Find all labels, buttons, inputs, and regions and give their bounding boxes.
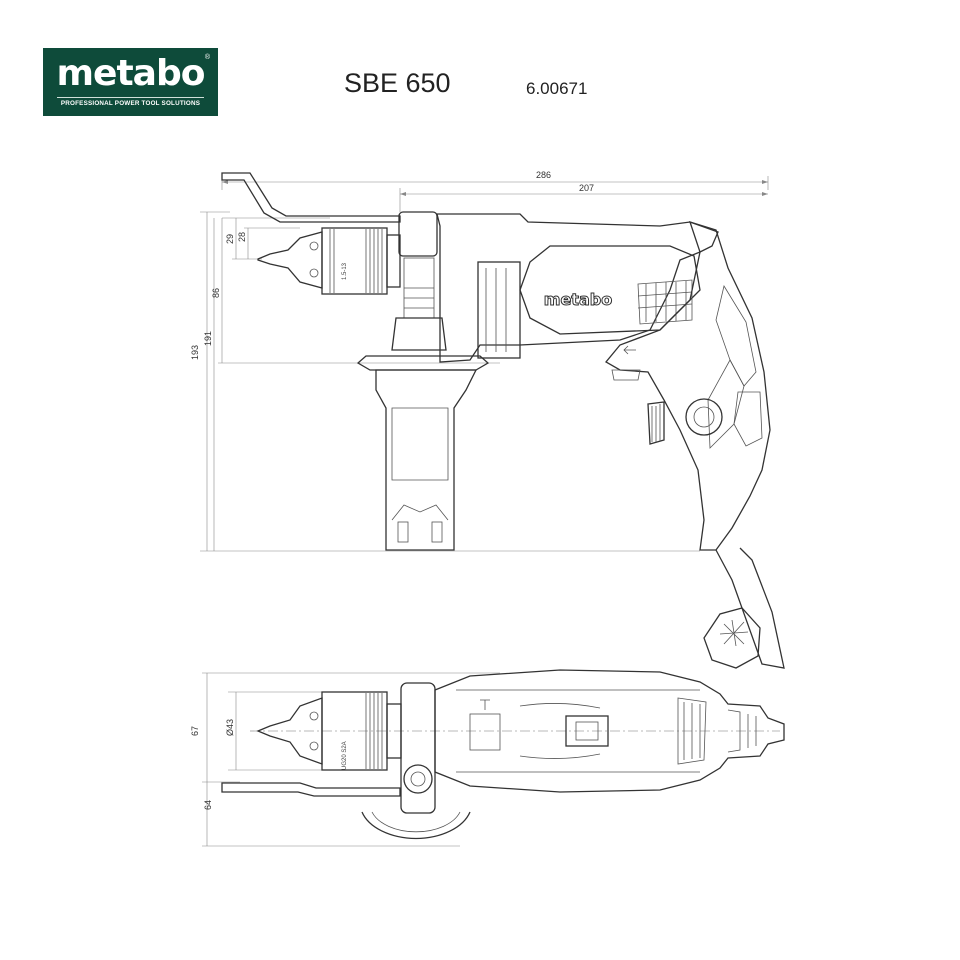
dim-207-label: 207 bbox=[579, 183, 594, 193]
body-brand-label: metabo bbox=[544, 290, 612, 309]
chuck-knurl bbox=[329, 229, 383, 293]
dim-043-label: Ø43 bbox=[225, 719, 235, 736]
dim-overall-length: 286 bbox=[221, 170, 769, 190]
top-auxiliary-handle bbox=[361, 682, 471, 840]
pistol-grip bbox=[605, 221, 771, 551]
dim-vertical-top: 67 Ø43 64 bbox=[190, 672, 500, 847]
logo-tagline: PROFESSIONAL POWER TOOL SOLUTIONS bbox=[60, 100, 201, 107]
logo-registered-mark: ® bbox=[204, 54, 210, 61]
auxiliary-handle bbox=[356, 211, 490, 551]
dim-29-label: 29 bbox=[225, 234, 235, 244]
metabo-logo: metabo ® PROFESSIONAL POWER TOOL SOLUTIO… bbox=[43, 48, 218, 116]
top-depth-stop-rod bbox=[221, 782, 401, 797]
model-name: SBE 650 bbox=[344, 68, 451, 98]
article-number: 6.00671 bbox=[526, 79, 588, 98]
chuck-size-label: 1.5-13 bbox=[342, 262, 348, 280]
dim-286-label: 286 bbox=[536, 170, 551, 180]
dim-28-label: 28 bbox=[237, 232, 247, 242]
dim-vertical-side: 193 191 86 29 28 bbox=[190, 211, 700, 552]
dim-67-label: 67 bbox=[190, 726, 200, 736]
top-body bbox=[434, 669, 785, 793]
gear-housing: metabo bbox=[436, 213, 719, 363]
dim-191-label: 191 bbox=[203, 331, 213, 346]
logo-wordmark: metabo bbox=[56, 53, 206, 94]
dim-body-length: 207 bbox=[399, 183, 768, 212]
dim-86-label: 86 bbox=[211, 288, 221, 298]
vent-grille bbox=[637, 279, 693, 325]
dim-193-label: 193 bbox=[190, 345, 200, 360]
top-chuck: UG20 S2A bbox=[256, 691, 402, 771]
logo-rule bbox=[57, 97, 204, 98]
depth-stop-rod bbox=[221, 172, 401, 223]
chuck: 1.5-13 bbox=[257, 227, 401, 295]
side-view: 286 207 193 191 86 29 28 bbox=[190, 170, 785, 669]
chuck-model-label: UG20 S2A bbox=[342, 741, 348, 770]
power-cable bbox=[703, 547, 785, 669]
top-view: 67 Ø43 64 UG20 S2A bbox=[190, 669, 785, 847]
dim-64-label: 64 bbox=[203, 800, 213, 810]
